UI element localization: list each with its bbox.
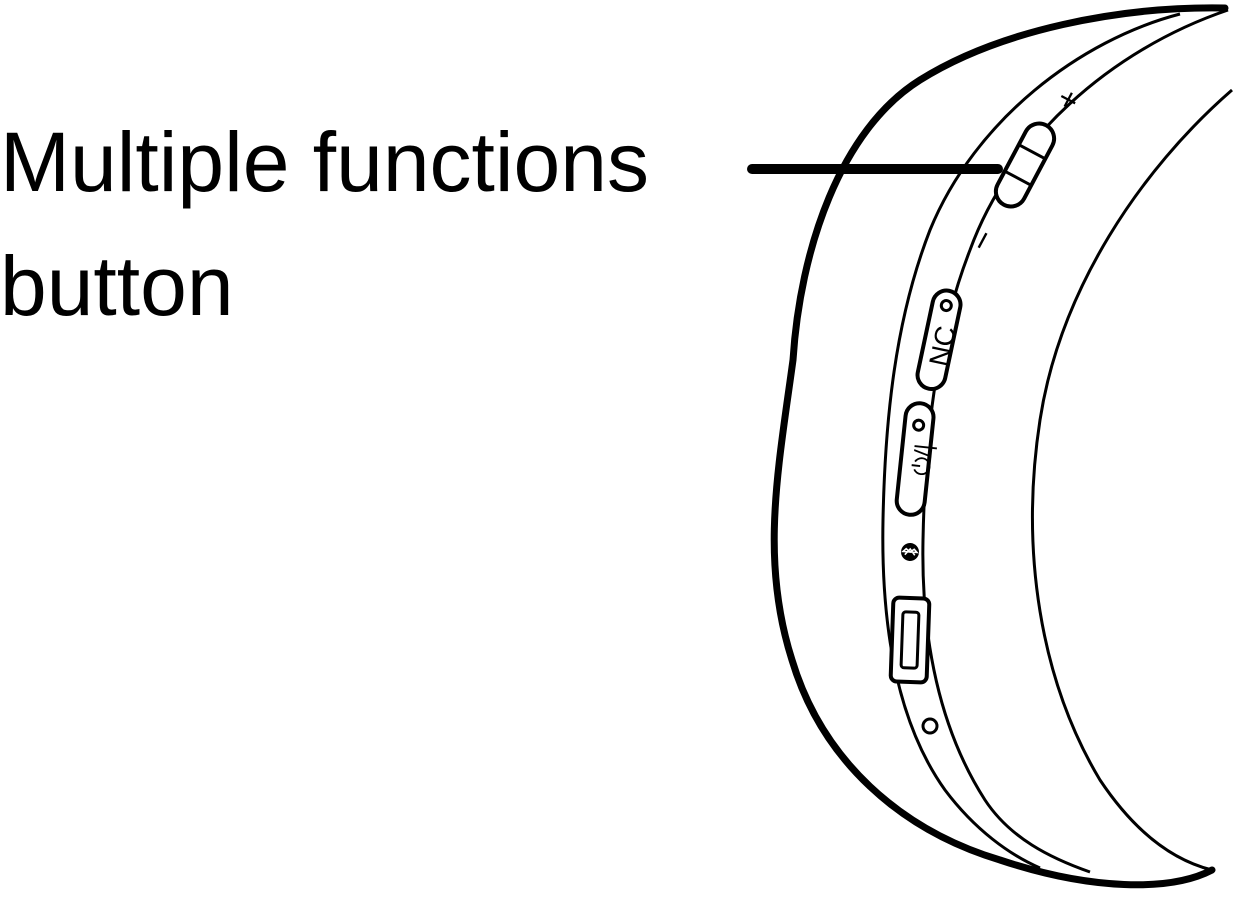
usb-port-icon bbox=[888, 595, 932, 685]
power-button[interactable] bbox=[894, 401, 936, 517]
nc-button[interactable] bbox=[915, 288, 963, 392]
callout-label-line2: button bbox=[0, 239, 234, 333]
callout-label: Multiple functions button bbox=[0, 100, 649, 348]
power-label: ⏻/| bbox=[908, 443, 938, 478]
microphone-hole bbox=[921, 717, 939, 735]
button-strip-outer-edge bbox=[881, 12, 1181, 870]
bluetooth-icon bbox=[901, 543, 919, 561]
multiple-functions-button[interactable] bbox=[991, 118, 1060, 212]
headband-inner-arc bbox=[1031, 88, 1233, 872]
earcup-outer-shell bbox=[770, 4, 1229, 889]
callout-label-line1: Multiple functions bbox=[0, 115, 649, 209]
volume-plus-label: + bbox=[1048, 83, 1089, 116]
